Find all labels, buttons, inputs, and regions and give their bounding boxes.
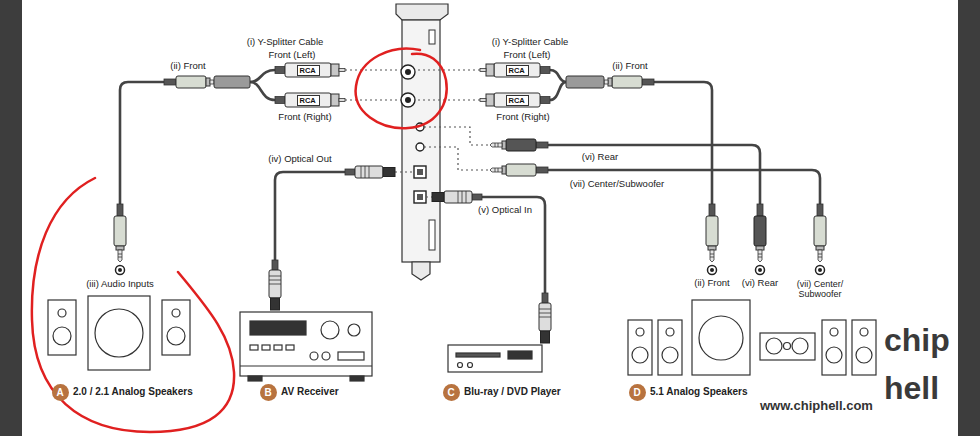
cable — [120, 70, 820, 293]
badge-circle — [52, 384, 69, 401]
cable-label: (i) Y-Splitter Cable — [492, 37, 569, 48]
disc-player — [448, 345, 542, 372]
device-letter: A — [52, 384, 69, 401]
device-letter-badge: C — [443, 384, 460, 401]
channel-label: Front (Right) — [278, 112, 331, 123]
red-highlight — [356, 49, 447, 129]
device-letter-badge: B — [260, 384, 277, 401]
plug-label: (vii) Center/Subwoofer — [570, 179, 665, 190]
watermark-logo: hell — [884, 372, 939, 404]
device-letter-badge: A — [52, 384, 69, 401]
device-letter-badge: D — [629, 384, 646, 401]
speaker-set — [48, 296, 190, 370]
watermark-logo: chip — [884, 324, 950, 356]
jack-label: (vii) Center/ Subwoofer — [788, 279, 852, 300]
plug-label: (ii) Front — [612, 61, 647, 72]
device-letter: C — [443, 384, 460, 401]
rca-tag: RCA — [506, 65, 529, 76]
badge-circle — [260, 384, 277, 401]
cable-label: (v) Optical In — [478, 205, 532, 216]
jack-label: (iii) Audio Inputs — [86, 279, 154, 290]
red-highlight — [32, 178, 234, 432]
badge-circle — [443, 384, 460, 401]
connector-type: RCA — [300, 96, 317, 105]
plug-label: (vi) Rear — [582, 152, 618, 163]
av-receiver — [240, 312, 372, 381]
channel-label: Front (Left) — [269, 50, 316, 61]
device-letter: B — [260, 384, 277, 401]
dotted-leader — [345, 70, 490, 197]
splitter-adapter — [566, 76, 604, 88]
device-caption: AV Receiver — [281, 386, 339, 398]
plug-label: (ii) Front — [170, 61, 205, 72]
splitter-adapter — [214, 76, 250, 88]
connector-type: RCA — [509, 66, 526, 75]
device-letter: D — [629, 384, 646, 401]
jack-label: (ii) Front — [694, 278, 729, 289]
badge-circle — [629, 384, 646, 401]
rca-tag: RCA — [506, 95, 529, 106]
watermark-url: www.chiphell.com — [760, 399, 873, 414]
sound-card-bracket — [396, 4, 448, 280]
channel-label: Front (Left) — [504, 50, 551, 61]
rca-tag: RCA — [297, 95, 320, 106]
cable-label: (i) Y-Splitter Cable — [247, 37, 324, 48]
connector-type: RCA — [509, 96, 526, 105]
input-jack — [116, 266, 825, 275]
connector-type: RCA — [300, 66, 317, 75]
side-strip — [958, 0, 980, 436]
device-caption: 2.0 / 2.1 Analog Speakers — [73, 386, 193, 398]
channel-label: Front (Right) — [496, 112, 549, 123]
side-strip — [0, 0, 22, 436]
jack-label: (vi) Rear — [742, 278, 778, 289]
rca-tag: RCA — [297, 65, 320, 76]
device-caption: 5.1 Analog Speakers — [650, 386, 747, 398]
cable-label: (iv) Optical Out — [268, 154, 331, 165]
speaker-set — [628, 300, 876, 375]
device-caption: Blu-ray / DVD Player — [464, 386, 561, 398]
